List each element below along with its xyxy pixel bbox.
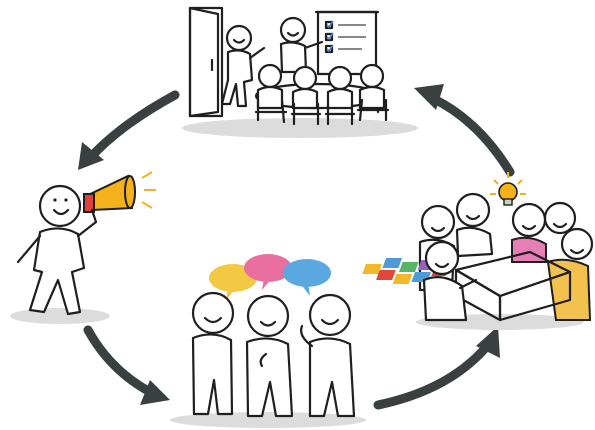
arrow-meeting-to-announce xyxy=(78,90,180,170)
discussion-group-illustration xyxy=(170,254,366,428)
sound-lines-icon xyxy=(141,171,156,209)
attendee xyxy=(326,65,354,110)
attendee xyxy=(291,65,319,110)
puzzle-collaboration-illustration xyxy=(362,172,594,330)
entering-person xyxy=(220,24,266,108)
presenter-person xyxy=(279,16,324,74)
discussion-person-center xyxy=(245,294,294,418)
attendee xyxy=(358,63,386,110)
arrow-collaborate-to-meeting xyxy=(414,84,515,177)
speech-bubble-blue-icon xyxy=(283,259,331,296)
lightbulb-icon xyxy=(490,172,526,206)
collaborator-person xyxy=(455,192,494,258)
chairs xyxy=(254,98,390,126)
megaphone-icon xyxy=(83,174,136,224)
megaphone-person-illustration xyxy=(10,171,156,324)
speech-bubble-pink-icon xyxy=(244,254,292,290)
discussion-person-right xyxy=(300,293,356,418)
discussion-person-left xyxy=(191,291,235,416)
door-icon xyxy=(188,6,224,118)
arrow-discuss-to-collaborate xyxy=(373,326,500,410)
team-meeting-illustration xyxy=(182,6,418,138)
collaborator-person xyxy=(543,201,577,235)
cycle-arrows xyxy=(78,84,515,410)
collaborator-person-front xyxy=(422,240,478,322)
arrow-announce-to-discuss xyxy=(83,325,170,405)
speech-bubbles xyxy=(209,254,331,300)
seated-attendees xyxy=(256,63,386,110)
announcer-person xyxy=(16,184,98,316)
